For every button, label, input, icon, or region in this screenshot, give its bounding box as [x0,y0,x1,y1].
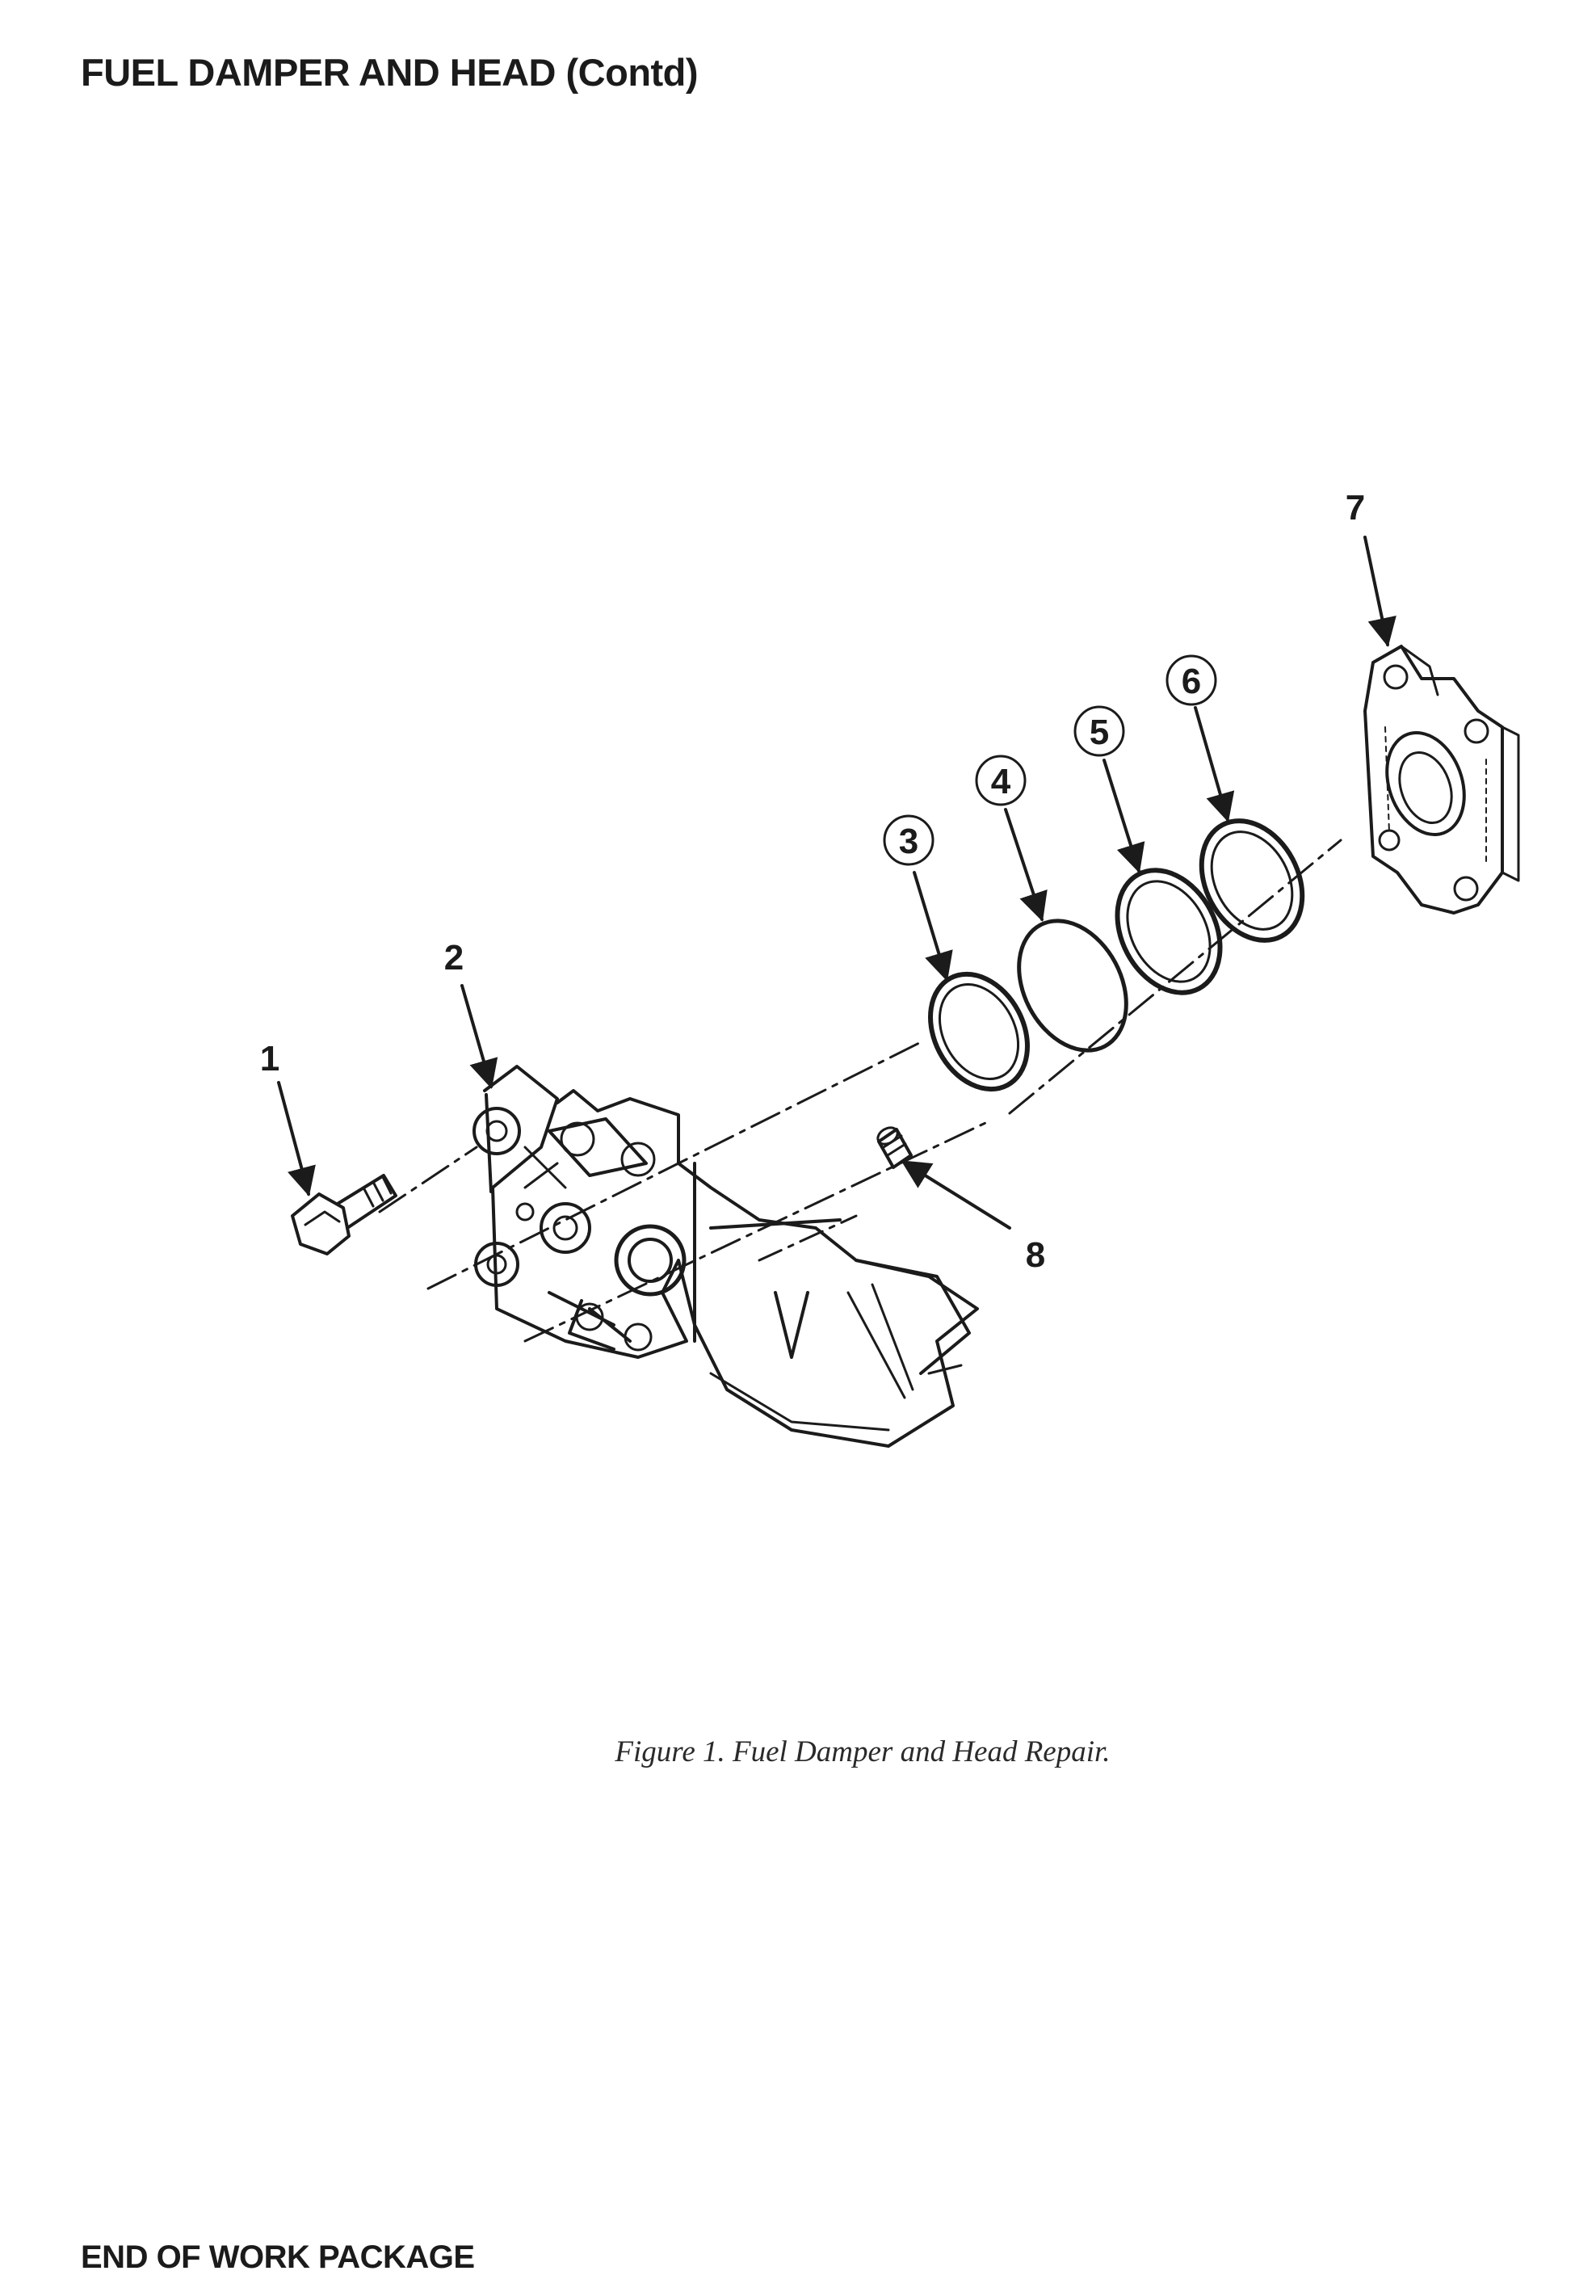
ring-part-5 [1115,868,1223,995]
callout-label-7: 7 [1346,488,1365,528]
end-of-work-package: END OF WORK PACKAGE [81,2239,475,2275]
callout-label-2: 2 [444,938,464,978]
callout-leaders [277,536,1396,1230]
bolt-part-1 [291,1174,397,1255]
center-axis-line [378,839,1342,1343]
callout-label-6: 6 [1182,662,1201,701]
figure-caption: Figure 1. Fuel Damper and Head Repair. [615,1735,1111,1768]
callout-label-4: 4 [991,762,1011,801]
ring-part-6 [1199,818,1305,943]
leader-arrow-7 [1363,536,1396,647]
callout-label-8: 8 [1026,1235,1045,1275]
callout-label-5: 5 [1090,713,1109,752]
leader-arrow-3 [913,871,953,982]
cover-part-7 [1363,645,1520,915]
callout-circle-5 [1073,705,1125,757]
leader-arrow-5 [1102,759,1145,873]
ring-part-3 [928,971,1030,1092]
disc-part-4 [1017,919,1128,1053]
callout-circle-3 [883,814,934,866]
filter-head-part-2 [472,1065,979,1448]
plug-part-8 [876,1126,913,1169]
leader-arrow-2 [460,984,498,1089]
leader-arrow-4 [1004,808,1048,922]
leader-arrow-1 [277,1081,316,1196]
callout-label-1: 1 [260,1039,279,1079]
callout-labels: 1 2 3 4 5 6 7 8 [260,488,1365,1275]
callout-label-3: 3 [899,822,918,861]
callout-circle-4 [975,755,1027,806]
page-title: FUEL DAMPER AND HEAD (Contd) [81,51,699,94]
callout-circle-6 [1166,654,1217,706]
leader-arrow-8 [901,1160,1011,1230]
leader-arrow-6 [1194,706,1235,822]
